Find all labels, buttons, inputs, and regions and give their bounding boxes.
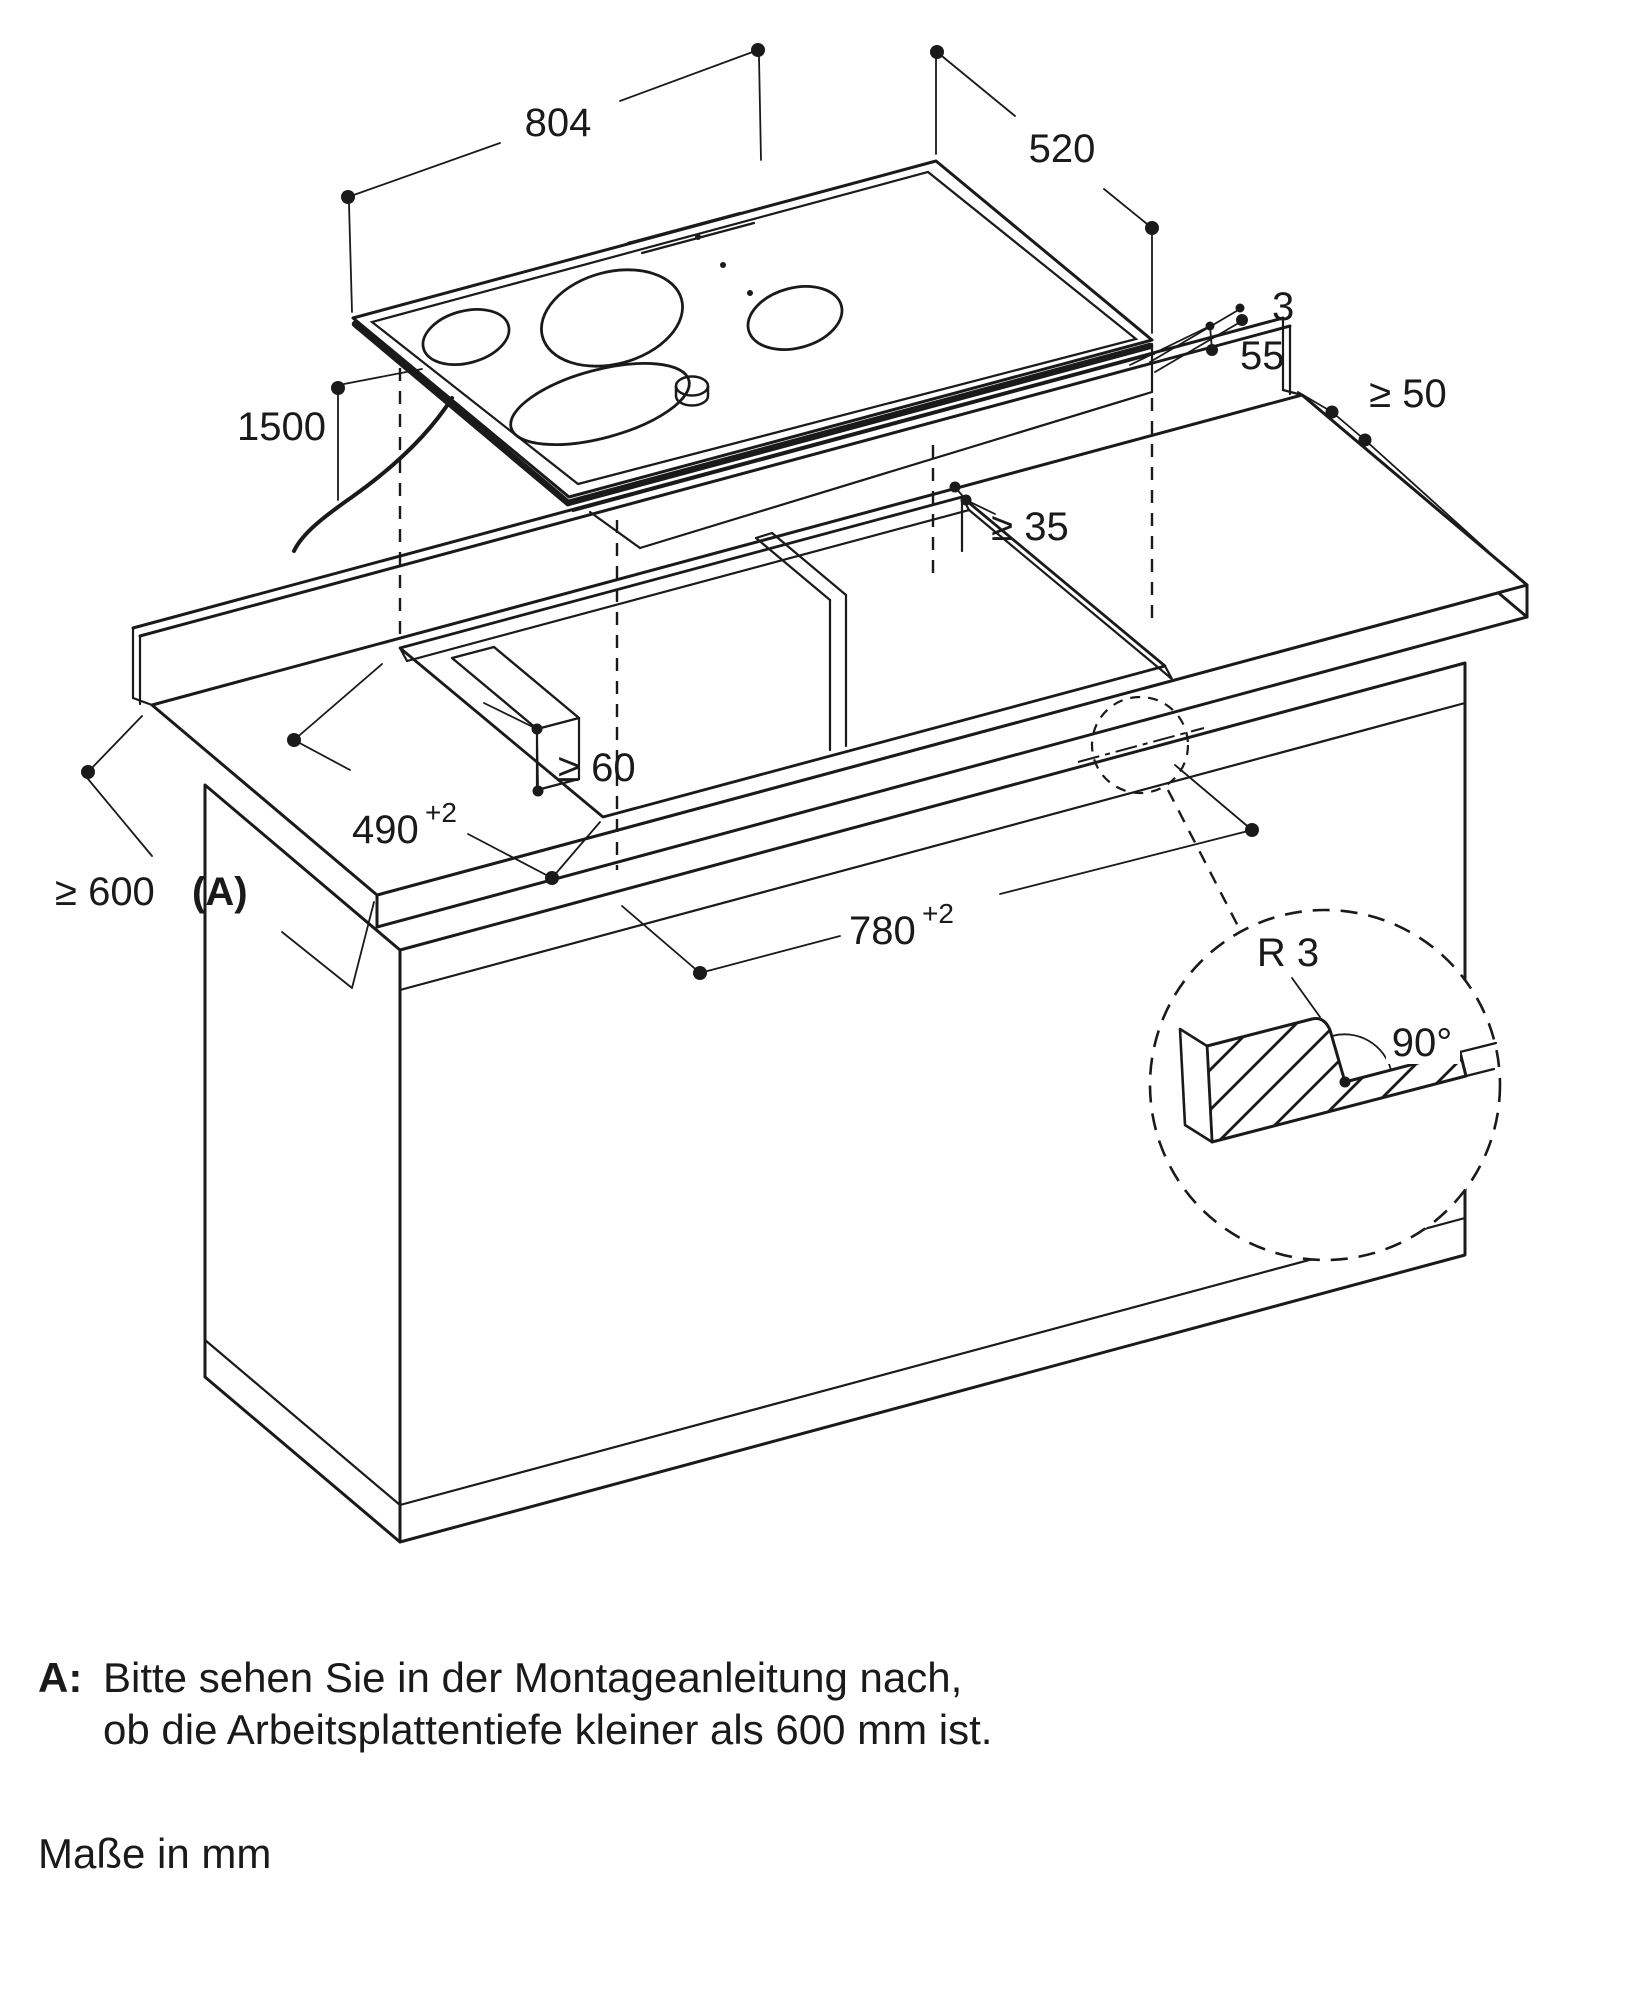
detail-view-circle — [1148, 908, 1502, 1262]
cabinet-front-inset-line — [398, 701, 1467, 992]
detail-leader-line — [1166, 789, 1242, 931]
dim-min60: ≥ 60 — [483, 702, 636, 797]
cooktop-glass-panel — [351, 159, 1154, 499]
worktop-edge-profile — [1178, 1017, 1498, 1144]
backsplash — [131, 316, 1304, 707]
units-note: Maße in mm — [38, 1830, 271, 1877]
cooktop-edge-band-front — [564, 342, 1154, 507]
note-ref-label: A: — [38, 1654, 82, 1701]
dim-3-label: 3 — [1272, 285, 1294, 329]
detail-angle-label: 90° — [1392, 1021, 1453, 1065]
dim-804-label: 804 — [525, 101, 592, 145]
projection-lines — [398, 345, 1154, 870]
dim-min600: ≥ 600 (A) — [55, 715, 375, 989]
dim-1500: 1500 — [237, 368, 423, 501]
dim-min50-label: ≥ 50 — [1369, 372, 1447, 416]
worktop — [131, 316, 1529, 929]
dim-780-tolerance: +2 — [922, 898, 954, 929]
housing-left-edge — [588, 510, 642, 550]
dim-min600-label: ≥ 600 — [55, 870, 155, 914]
cooktop-edge-band-left — [351, 320, 572, 507]
dim-min600-ref: (A) — [192, 870, 248, 914]
detail-radius-callout: R 3 — [1257, 931, 1321, 1018]
dim-min60-label: ≥ 60 — [558, 746, 636, 790]
zone-wide — [509, 362, 691, 446]
cabinet-toe-kick-line — [398, 1216, 1467, 1507]
panel-marking-line-1 — [626, 211, 742, 245]
zone-small — [421, 308, 511, 366]
dim-min35-label: ≥ 35 — [991, 505, 1069, 549]
footnotes: A: Bitte sehen Sie in der Montageanleitu… — [38, 1654, 992, 1877]
note-line-1: Bitte sehen Sie in der Montageanleitung … — [103, 1654, 962, 1701]
cooktop — [351, 159, 1156, 550]
dim-55: 55 — [1129, 321, 1285, 378]
panel-marking-line-2 — [640, 221, 756, 255]
dim-55-label: 55 — [1240, 334, 1285, 378]
dim-min50: ≥ 50 — [1297, 372, 1489, 552]
dim-780: 780 +2 — [621, 764, 1259, 980]
dim-min35: ≥ 35 — [949, 481, 1069, 549]
cooking-zones — [421, 268, 844, 446]
cabinet-left-toe-line — [203, 1338, 402, 1507]
detail-view: R 3 90° — [1148, 908, 1502, 1262]
control-knob — [674, 375, 710, 407]
power-cable — [292, 396, 454, 553]
glass-thickness-line — [571, 352, 1156, 513]
detail-angle-callout: 90° — [1331, 1021, 1460, 1088]
dim-490-label: 490 — [352, 808, 419, 852]
dim-1500-label: 1500 — [237, 405, 326, 449]
cabinet-partition — [754, 531, 848, 752]
note-line-2: ob die Arbeitsplattentiefe kleiner als 6… — [103, 1706, 992, 1753]
dim-490-tolerance: +2 — [425, 797, 457, 828]
housing-bottom-edge — [638, 390, 1154, 550]
angle-label-backing — [1386, 1022, 1460, 1064]
dim-520: 520 — [930, 45, 1159, 334]
detail-radius-label: R 3 — [1257, 931, 1319, 975]
dim-804: 804 — [341, 43, 765, 313]
worktop-cutout — [398, 495, 1173, 819]
cabinet-front-face — [398, 661, 1467, 1544]
zone-right — [746, 285, 844, 351]
dim-490: 490 +2 — [287, 663, 601, 885]
dim-780-label: 780 — [849, 909, 916, 953]
cooktop-inner-frame — [369, 170, 1139, 486]
detail-marker-circle — [1077, 695, 1205, 795]
cabinet-base — [203, 661, 1467, 1544]
dim-520-label: 520 — [1029, 127, 1096, 171]
zone-large — [540, 268, 684, 368]
dim-3: 3 — [1149, 285, 1294, 373]
